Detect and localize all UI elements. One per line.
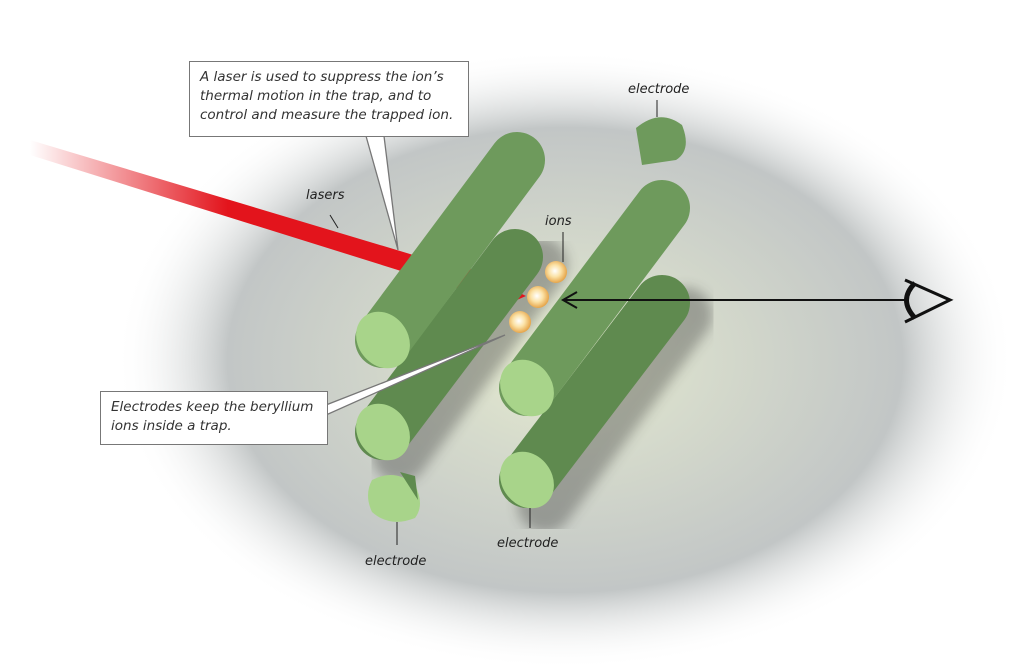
electrode-callout-text: Electrodes keep the beryllium ions insid… [111, 399, 314, 434]
electrode-bottom [368, 475, 420, 522]
label-lasers: lasers [306, 188, 345, 203]
ion [545, 261, 567, 283]
electrode-rod-right-front [499, 180, 690, 417]
laser-callout-text: A laser is used to suppress the ion’s th… [200, 69, 454, 123]
electrode-rod-left-front [355, 132, 545, 369]
label-electrode-bottom-right: electrode [497, 536, 559, 551]
laser-callout: A laser is used to suppress the ion’s th… [189, 61, 469, 137]
electrode-rod-left-back [355, 229, 543, 461]
label-ions: ions [545, 214, 572, 229]
ion [509, 311, 531, 333]
label-electrode-top: electrode [628, 82, 690, 97]
electrode-rod-right-back [499, 275, 690, 509]
leader-lines [329, 100, 658, 545]
electrode-callout: Electrodes keep the beryllium ions insid… [100, 391, 328, 445]
label-electrode-bottom-left: electrode [365, 554, 427, 569]
electrode-top [636, 117, 686, 165]
ion [527, 286, 549, 308]
observation-arrow [560, 291, 905, 309]
eye-icon [904, 278, 954, 324]
